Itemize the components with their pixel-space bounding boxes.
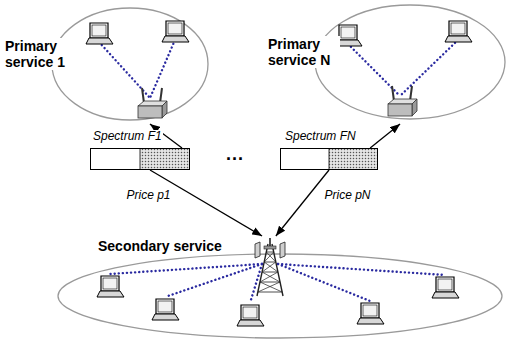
laptop-base [432,292,459,298]
free-spectrum [91,149,141,170]
spectrum-outline [91,149,190,170]
access-point-side [162,101,167,118]
access-point-side [412,99,417,116]
laptop-icon [237,305,264,326]
spectrum-block: Spectrum F1 [90,148,190,170]
region-heading: Secondary service [98,238,222,254]
wireless-link [278,264,445,275]
access-point-front [388,104,412,116]
spectrum-divider [140,149,141,170]
spectrum-outline [281,149,378,170]
price-label: Price p1 [125,188,173,202]
tower-brace [266,252,273,253]
wireless-link [400,40,458,96]
region-heading: Primary service 1 [5,38,77,70]
antenna-panel [280,242,285,258]
tower-brace [264,262,276,263]
laptop-screen [361,303,379,318]
free-spectrum [281,149,330,170]
laptop-display [158,301,172,312]
wireless-link [165,264,262,297]
laptop-display [438,279,452,290]
arrow-connector [276,170,329,236]
laptop-icon [162,21,189,42]
tower-brace [258,292,282,293]
primary-service-region: Primary service 1 [5,4,210,124]
laptop-screen [156,299,174,314]
tower-brace [264,252,274,262]
ellipsis-mark: ... [226,144,244,165]
laptop-screen [436,277,454,292]
used-spectrum [140,149,190,170]
laptop-display [243,307,257,318]
laptop-base [152,314,179,320]
laptop-screen [339,25,357,40]
region-heading: Primary service N [268,36,340,68]
service-area-outline [58,254,502,338]
laptop-icon [432,277,459,298]
price-label: Price pN [323,188,373,202]
arrow-connector [370,124,400,148]
antenna-panel [255,242,260,258]
laptop-base [86,38,113,44]
tower-mast [269,238,271,246]
spectrum-divider [329,149,330,170]
tower-brace [258,282,280,292]
laptop-icon [152,299,179,320]
tower-brace [262,262,276,272]
laptop-display [92,25,106,36]
laptop-icon [86,23,113,44]
tower-brace [264,262,278,272]
primary-service-region: Primary service N [268,2,513,124]
spectrum-block: Spectrum FN [280,148,378,170]
base-station-tower [255,238,285,296]
laptop-base [97,291,124,297]
laptop-display [168,23,182,34]
tower-brace [260,282,280,283]
laptop-display [341,27,355,38]
tower-brace [266,252,276,262]
tower-platform [264,246,276,249]
node-illustration [90,148,190,170]
laptop-screen [166,21,184,36]
used-spectrum [329,149,378,170]
access-point-front [138,106,162,118]
tower-brace [260,282,282,292]
laptop-base [445,36,472,42]
laptop-display [451,23,465,34]
laptop-screen [449,21,467,36]
tower-brace [262,272,280,282]
tower-brace [262,272,278,273]
laptop-icon [445,21,472,42]
service-area-outline [315,5,505,119]
spectrum-label: Spectrum F1 [92,130,163,144]
laptop-screen [241,305,259,320]
laptop-base [162,36,189,42]
secondary-service-region: Secondary service [50,236,510,339]
laptop-display [363,305,377,316]
laptop-screen [101,276,119,291]
spectrum-label: Spectrum FN [284,130,357,144]
laptop-display [103,278,117,289]
laptop-base [357,318,384,324]
tower-brace [260,272,278,282]
node-illustration [280,148,378,170]
laptop-icon [97,276,124,297]
arrow-connector [150,170,262,236]
laptop-base [237,320,264,326]
access-point-icon [138,88,167,118]
access-point-icon [388,86,417,116]
laptop-screen [90,23,108,38]
laptop-icon [357,303,384,324]
